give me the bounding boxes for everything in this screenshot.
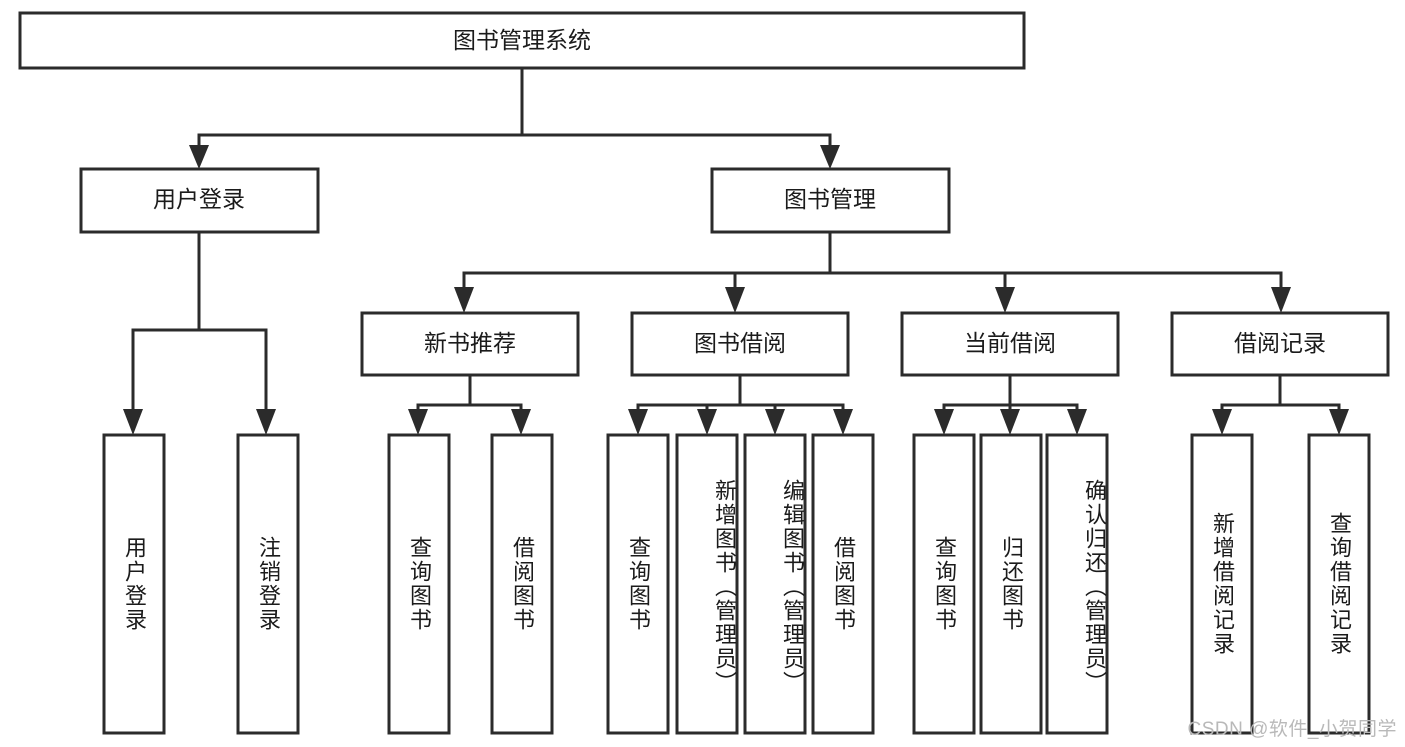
leaf-boxes-group [102,433,1371,735]
arrow-head-leaf-borrow-book-2 [833,409,853,435]
leaf-box-borrow-book-2[interactable] [811,433,875,735]
arrow-head-leaf-user-login [123,409,143,435]
arrow-head-leaf-borrow-book-1 [511,409,531,435]
leaf-box-user-login[interactable] [102,433,166,735]
node-current-borrow[interactable]: 当前借阅 [900,311,1120,377]
node-user-login-label: 用户登录 [153,186,245,212]
connector-group-book-borrow [628,373,853,435]
arrow-head-to-user-login [189,145,209,169]
node-book-borrow-box[interactable] [630,311,850,377]
arrow-head-leaf-add-book [697,409,717,435]
node-borrow-record[interactable]: 借阅记录 [1170,311,1390,377]
leaf-box-add-book[interactable] [675,433,739,735]
leaf-box-query-book-2[interactable] [606,433,670,735]
connector-group-book-manage [454,230,1291,313]
node-root-label: 图书管理系统 [453,27,591,53]
arrow-head-to-current-borrow [995,287,1015,313]
node-user-login[interactable]: 用户登录 [79,167,320,234]
node-user-login-box[interactable] [79,167,320,234]
leaf-box-query-book-3[interactable] [912,433,976,735]
leaf-box-query-record[interactable] [1307,433,1371,735]
node-new-book-rec-box[interactable] [360,311,580,377]
csdn-watermark: CSDN @软件_小贺同学 [1187,719,1397,740]
arrow-head-to-book-manage [820,145,840,169]
connector-group-new-book-rec [408,373,531,435]
node-borrow-record-label: 借阅记录 [1234,330,1326,356]
arrow-head-to-book-borrow [725,287,745,313]
node-book-manage-label: 图书管理 [784,186,876,212]
connector-group-current-borrow [934,373,1087,435]
leaf-box-query-book-1[interactable] [387,433,451,735]
arrow-head-leaf-query-record [1329,409,1349,435]
node-current-borrow-label: 当前借阅 [964,330,1056,356]
arrow-head-leaf-confirm-return [1067,409,1087,435]
arrow-head-leaf-edit-book [765,409,785,435]
node-borrow-record-box[interactable] [1170,311,1390,377]
arrow-head-leaf-query-book-2 [628,409,648,435]
node-root-box[interactable] [18,11,1026,70]
connector-group-root [189,66,840,169]
node-new-book-rec[interactable]: 新书推荐 [360,311,580,377]
node-book-borrow[interactable]: 图书借阅 [630,311,850,377]
connector-group-borrow-record [1212,373,1349,435]
arrow-head-leaf-user-logout [256,409,276,435]
arrow-head-to-borrow-record [1271,287,1291,313]
node-book-manage[interactable]: 图书管理 [710,167,951,234]
node-new-book-rec-label: 新书推荐 [424,330,516,356]
node-book-borrow-label: 图书借阅 [694,330,786,356]
leaf-box-borrow-book-1[interactable] [490,433,554,735]
arrow-head-leaf-query-book-3 [934,409,954,435]
node-current-borrow-box[interactable] [900,311,1120,377]
arrow-head-to-new-book-rec [454,287,474,313]
leaf-box-user-logout[interactable] [236,433,300,735]
leaf-box-confirm-return[interactable] [1045,433,1109,735]
arrow-head-leaf-add-record [1212,409,1232,435]
leaf-box-edit-book[interactable] [743,433,807,735]
leaf-box-add-record[interactable] [1190,433,1254,735]
node-root[interactable]: 图书管理系统 [18,11,1026,70]
connector-group-user-login [123,230,276,435]
node-book-manage-box[interactable] [710,167,951,234]
arrow-head-leaf-query-book-1 [408,409,428,435]
leaf-box-return-book[interactable] [979,433,1043,735]
arrow-head-leaf-return-book [1000,409,1020,435]
